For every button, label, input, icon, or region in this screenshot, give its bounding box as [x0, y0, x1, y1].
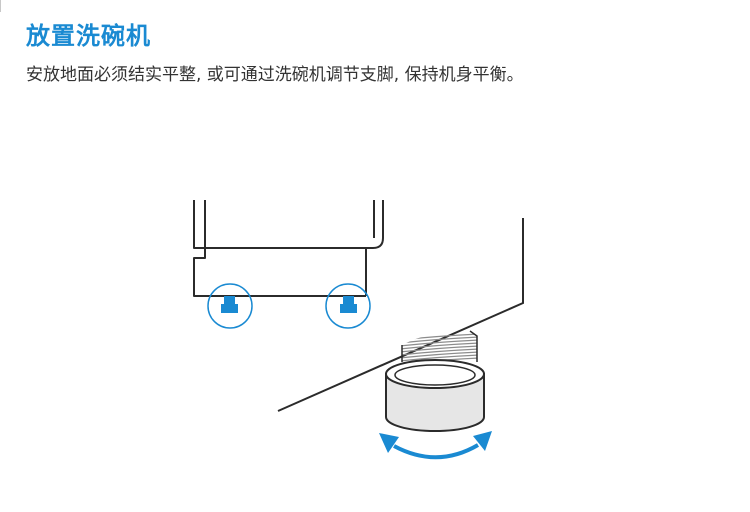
left-foot-highlight — [207, 283, 253, 329]
dishwasher-front-view — [193, 200, 384, 297]
rotation-arrow-icon — [379, 431, 492, 460]
foot-closeup-view — [277, 218, 524, 460]
top-left-edge-mark — [0, 0, 1, 12]
page-title: 放置洗碗机 — [26, 22, 151, 50]
instruction-text: 安放地面必须结实平整, 或可通过洗碗机调节支脚, 保持机身平衡。 — [26, 65, 524, 85]
right-foot-highlight — [325, 283, 371, 329]
foot-cylinder — [385, 359, 485, 432]
